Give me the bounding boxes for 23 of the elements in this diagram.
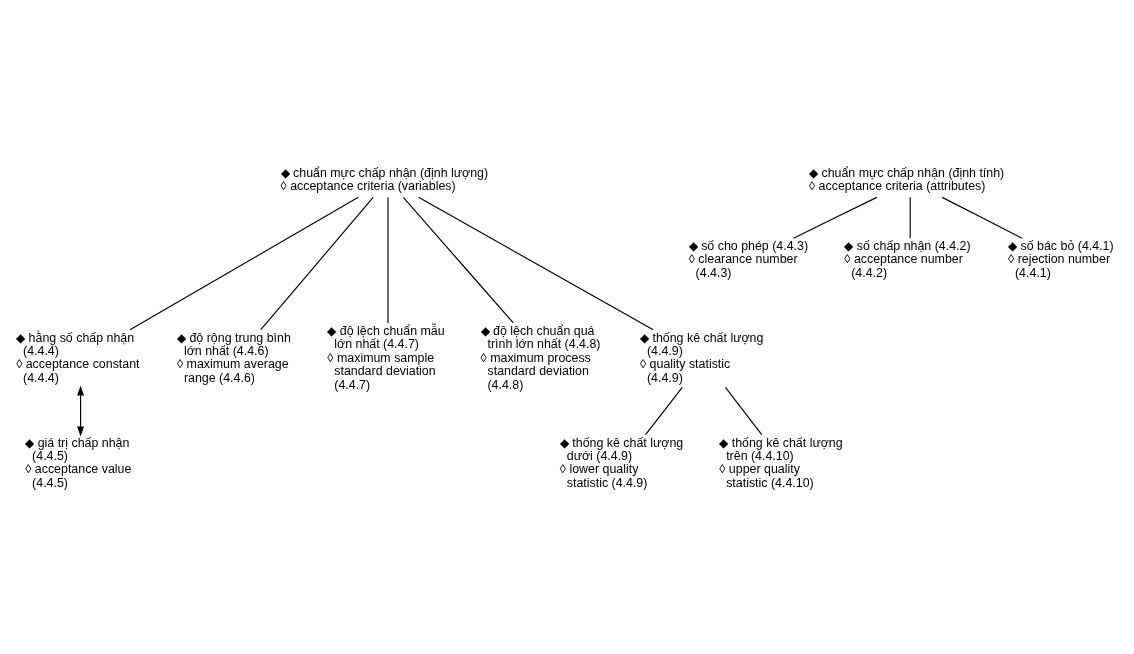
node-text: ◆ chuẩn mực chấp nhận (định tính) ◊ acceptance criteria (attributes) xyxy=(809,165,1005,193)
node-text: ◆ thống kê chất lượng (4.4.9) ◊ quality statistic (4.4.9) xyxy=(640,330,764,385)
connector xyxy=(909,196,911,239)
connector xyxy=(129,196,359,330)
connector xyxy=(724,386,763,435)
node-text: ◆ chuẩn mực chấp nhận (định lượng) ◊ acceptance criteria (variables) xyxy=(280,165,489,193)
node-text: ◆ số chấp nhận (4.4.2) ◊ acceptance number (4.4.2) xyxy=(844,238,971,280)
connector xyxy=(402,196,514,323)
connector xyxy=(793,196,878,239)
connector xyxy=(260,196,374,330)
node-text: ◆ hằng số chấp nhận (4.4.4) ◊ acceptance constant (4.4.4) xyxy=(16,330,140,385)
node-text: ◆ số cho phép (4.4.3) ◊ clearance number (4.4.3) xyxy=(688,238,809,280)
connector xyxy=(644,386,683,435)
node-text: ◆ độ rộng trung bình lớn nhất (4.4.6) ◊ maximum average range (4.4.6) xyxy=(177,330,291,385)
node-text: ◆ độ lệch chuẩn mẫu lớn nhất (4.4.7) ◊ maximum sample standard deviation (4.4.7) xyxy=(327,323,445,391)
node-text: ◆ số bác bỏ (4.4.1) ◊ rejection number (4.4.1) xyxy=(1008,238,1114,280)
connector xyxy=(418,196,654,330)
node-text: ◆ thống kê chất lượng trên (4.4.10) ◊ upper quality statistic (4.4.10) xyxy=(719,435,843,490)
node-text: ◆ độ lệch chuẩn quá trình lớn nhất (4.4.8) ◊ maximum process standard deviation (4.4.8) xyxy=(480,323,601,391)
arrow xyxy=(77,385,85,436)
node-text: ◆ thống kê chất lượng dưới (4.4.9) ◊ lower quality statistic (4.4.9) xyxy=(559,435,684,490)
node-text: ◆ giá trị chấp nhận (4.4.5) ◊ acceptance value (4.4.5) xyxy=(25,435,132,490)
connector xyxy=(941,196,1023,239)
